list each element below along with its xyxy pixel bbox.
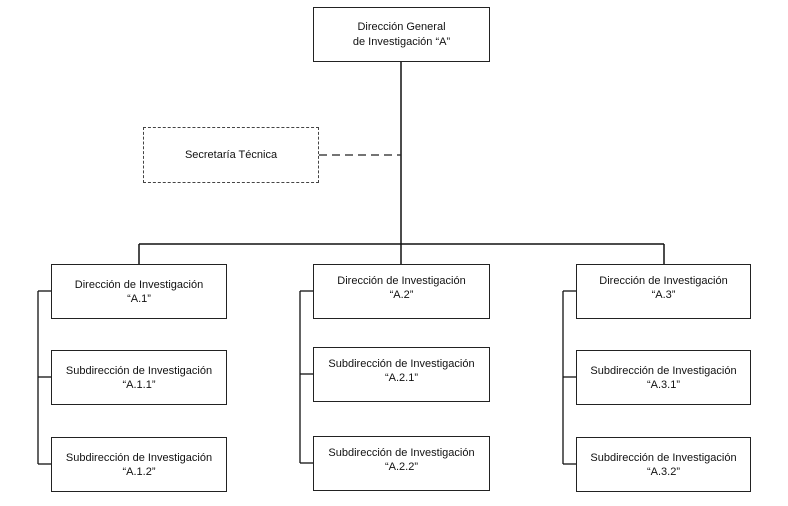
node-secretaria-tecnica: Secretaría Técnica	[143, 127, 319, 183]
node-label-line2: “A.2”	[389, 288, 414, 301]
node-label-line1: Subdirección de Investigación	[65, 451, 213, 464]
node-label-line2: “A.3”	[651, 288, 676, 301]
node-label-line1: Dirección General	[357, 21, 446, 33]
node-label-line1: Dirección de Investigación	[337, 274, 466, 287]
node-label-line2: “A.1.1”	[122, 378, 156, 391]
node-direccion-general: Dirección General de Investigación “A”	[313, 7, 490, 62]
node-subdireccion-a12: Subdirección de Investigación “A.1.2”	[51, 437, 227, 492]
node-label-line2: “A.3.2”	[646, 465, 680, 478]
node-label-line1: Dirección de Investigación	[74, 278, 204, 291]
node-label-line1: Subdirección de Investigación	[590, 364, 737, 377]
node-subdireccion-a32: Subdirección de Investigación “A.3.2”	[576, 437, 751, 492]
node-label-line1: Subdirección de Investigación	[328, 446, 475, 459]
node-direccion-a2: Dirección de Investigación “A.2”	[313, 264, 490, 319]
node-label-line2: “A.2.2”	[384, 460, 418, 473]
node-subdireccion-a11: Subdirección de Investigación “A.1.1”	[51, 350, 227, 405]
node-label: Secretaría Técnica	[184, 149, 278, 161]
node-subdireccion-a22: Subdirección de Investigación “A.2.2”	[313, 436, 490, 491]
node-label-line2: “A.2.1”	[384, 371, 418, 384]
node-label-line2: “A.3.1”	[646, 378, 680, 391]
node-subdireccion-a21: Subdirección de Investigación “A.2.1”	[313, 347, 490, 402]
node-label-line1: Subdirección de Investigación	[65, 364, 213, 377]
node-label-line1: Subdirección de Investigación	[328, 357, 475, 370]
node-direccion-a1: Dirección de Investigación “A.1”	[51, 264, 227, 319]
node-label-line1: Subdirección de Investigación	[590, 451, 737, 464]
node-label-line2: “A.1”	[127, 292, 151, 305]
node-subdireccion-a31: Subdirección de Investigación “A.3.1”	[576, 350, 751, 405]
node-label-line2: de Investigación “A”	[352, 36, 451, 48]
node-label-line1: Dirección de Investigación	[599, 274, 728, 287]
node-label-line2: “A.1.2”	[122, 465, 156, 478]
node-direccion-a3: Dirección de Investigación “A.3”	[576, 264, 751, 319]
